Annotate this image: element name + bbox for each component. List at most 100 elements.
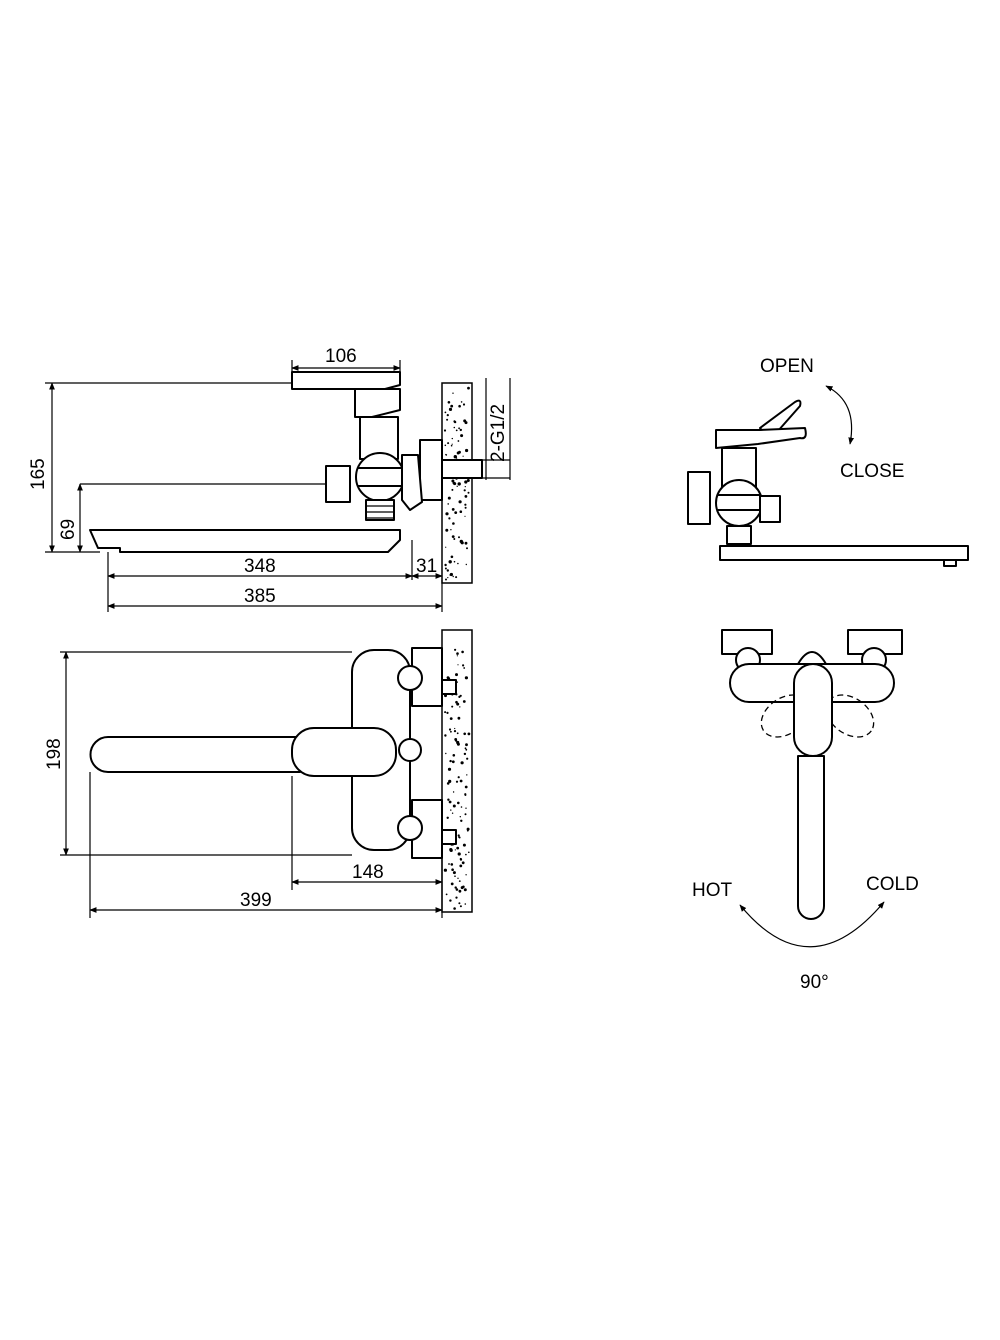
wall-speck [444,734,447,737]
wall-speck [464,495,468,498]
wall-speck [465,853,467,856]
wall-speck [461,650,464,654]
wall-speck [463,667,466,669]
wall-speck [450,529,452,531]
wall-speck [451,705,454,708]
wall-speck [450,404,454,408]
top-lever [291,727,397,777]
wall-speck [462,455,464,457]
wall-speck [466,829,469,832]
wall-speck [450,863,454,866]
wall-speck [453,426,456,429]
side-diverter [325,465,351,503]
wall-speck [463,888,467,892]
wall-speck [451,868,454,871]
wall-speck [450,882,454,886]
top-nut-lower [397,815,423,841]
wall-speck [456,485,458,487]
wall-speck [459,779,463,783]
wall-speck [467,732,471,736]
wall-speck [456,652,459,655]
wall-speck [466,757,469,760]
wall-speck [450,809,452,811]
wall-speck [452,791,455,793]
wall-speck [465,563,467,566]
wall-speck [452,754,456,757]
wall-speck [460,819,463,822]
wall-speck [454,511,458,514]
cold-label: COLD [866,874,919,895]
dim-148: 148 [352,862,384,883]
wall-speck [451,812,454,814]
wall-speck [445,752,447,755]
lever-valve-ball [715,479,763,527]
dim-399: 399 [240,890,272,911]
wall-speck [465,448,469,453]
wall-speck [464,480,468,484]
wall-speck [458,836,461,839]
lever-view: OPEN CLOSE [687,356,969,567]
dim-106: 106 [325,346,357,367]
wall-speck [445,546,447,548]
side-spout [89,529,401,553]
lever-bottom-nut [726,525,752,545]
wall-speck [452,804,456,808]
wall-speck [457,852,461,856]
wall-speck [455,673,458,677]
wall-speck [448,779,452,784]
top-wall [441,629,473,913]
wall-speck [455,576,458,579]
wall-speck [460,434,464,438]
wall-speck [462,700,466,703]
wall-speck [452,392,454,394]
side-mount-flange [419,439,443,501]
wall-speck [464,785,468,789]
wall-speck [455,888,459,891]
wall-speck [455,896,458,899]
wall-speck [445,454,448,456]
wall-speck [458,500,462,504]
wall-speck [447,496,451,500]
wall-speck [449,899,452,902]
wall-speck [448,863,450,865]
wall-speck [457,877,459,879]
wall-speck [446,816,449,819]
dim-348: 348 [244,556,276,577]
wall-speck [457,776,460,779]
wall-speck [459,428,462,432]
wall-speck [447,798,450,801]
wall-speck [464,903,467,905]
wall-speck [446,569,449,572]
front-spout [797,755,825,920]
wall-speck [458,889,462,893]
wall-speck [456,655,458,657]
wall-speck [454,875,456,877]
wall-speck [448,728,452,731]
side-wall [441,382,473,584]
wall-speck [466,774,468,776]
top-dimensions [60,651,443,918]
wall-speck [451,479,455,483]
wall-speck [468,851,470,854]
wall-speck [461,861,465,865]
wall-speck [447,401,451,404]
wall-speck [457,562,459,565]
wall-speck [456,846,460,850]
wall-speck [463,752,467,756]
wall-speck [463,732,467,736]
dim-165: 165 [28,458,49,490]
wall-speck [449,572,453,577]
wall-speck [443,868,447,872]
wall-speck [454,738,458,741]
wall-speck [459,857,462,861]
wall-speck [450,444,453,447]
wall-speck [454,849,456,851]
side-bottom-nut [365,499,395,521]
wall-speck [453,538,456,540]
wall-speck [448,560,452,564]
wall-speck [456,702,460,706]
wall-speck [448,800,452,804]
wall-speck [457,664,459,666]
wall-speck [462,403,466,406]
wall-speck [462,885,465,889]
